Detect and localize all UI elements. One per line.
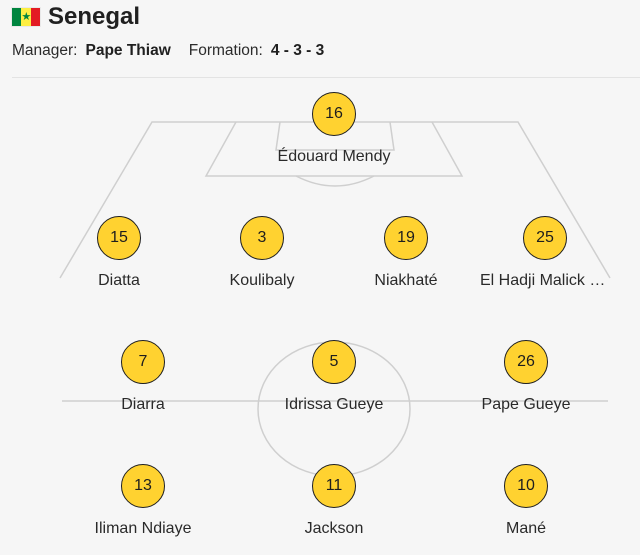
player-goalkeeper: 16 Édouard Mendy	[264, 92, 404, 167]
player-defender: 19 Niakhaté	[336, 216, 476, 291]
player-name: Jackson	[304, 520, 364, 537]
player-name: Iliman Ndiaye	[94, 520, 192, 537]
player-defender: 15 Diatta	[49, 216, 189, 291]
player-name: El Hadji Malick Diouf	[480, 272, 610, 289]
player-number: 5	[312, 340, 356, 384]
player-number: 26	[504, 340, 548, 384]
player-name: Diarra	[121, 396, 165, 413]
team-meta: Manager: Pape Thiaw Formation: 4 - 3 - 3	[12, 40, 324, 62]
header-divider	[12, 77, 640, 78]
player-name: Koulibaly	[229, 272, 295, 289]
player-name: Diatta	[98, 272, 140, 289]
manager-name: Pape Thiaw	[85, 42, 171, 59]
manager-label: Manager:	[12, 42, 78, 59]
player-name: Mané	[505, 520, 547, 537]
player-number: 25	[523, 216, 567, 260]
player-midfielder: 7 Diarra	[73, 340, 213, 415]
player-number: 15	[97, 216, 141, 260]
senegal-flag-icon: ★	[12, 8, 40, 26]
player-forward: 10 Mané	[456, 464, 596, 539]
player-forward: 11 Jackson	[264, 464, 404, 539]
player-defender: 25 El Hadji Malick Diouf	[480, 216, 610, 291]
player-name: Idrissa Gueye	[284, 396, 384, 413]
player-number: 7	[121, 340, 165, 384]
player-number: 11	[312, 464, 356, 508]
formation-label: Formation:	[188, 42, 263, 59]
player-defender: 3 Koulibaly	[192, 216, 332, 291]
player-number: 19	[384, 216, 428, 260]
player-number: 3	[240, 216, 284, 260]
title-row: ★ Senegal	[12, 2, 140, 32]
player-number: 16	[312, 92, 356, 136]
formation-value: 4 - 3 - 3	[270, 42, 325, 59]
player-forward: 13 Iliman Ndiaye	[73, 464, 213, 539]
player-name: Pape Gueye	[481, 396, 571, 413]
player-number: 10	[504, 464, 548, 508]
player-midfielder: 26 Pape Gueye	[456, 340, 596, 415]
player-name: Niakhaté	[374, 272, 438, 289]
player-midfielder: 5 Idrissa Gueye	[264, 340, 404, 415]
player-number: 13	[121, 464, 165, 508]
player-name: Édouard Mendy	[277, 148, 391, 165]
team-name: Senegal	[48, 3, 141, 30]
